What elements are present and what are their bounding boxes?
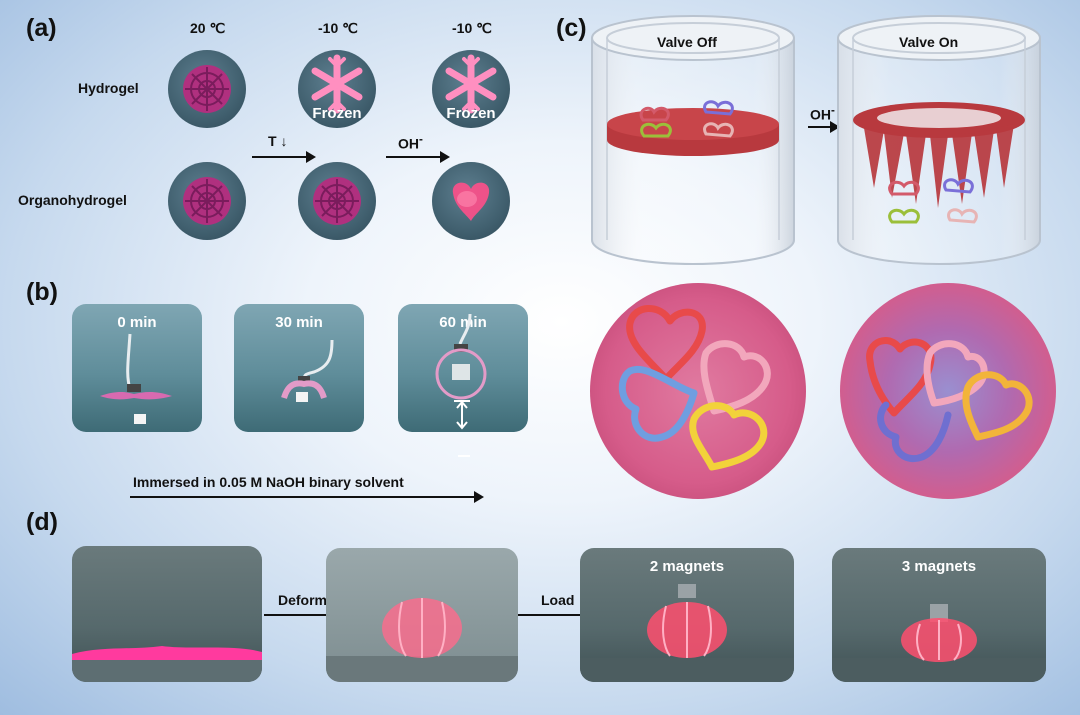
arrow-label-cool: T ↓ bbox=[268, 133, 288, 149]
degraded-gel-icon bbox=[452, 182, 490, 221]
pumpkin-gel-magnet-icon bbox=[832, 604, 1046, 682]
hydrogel-frozen-oh-photo: Frozen bbox=[432, 50, 510, 128]
panel-label-d: (d) bbox=[26, 508, 58, 536]
tile-label-2-magnets: 2 magnets bbox=[649, 558, 725, 575]
gripper-icon bbox=[435, 313, 487, 430]
organohydrogel-cooled-photo bbox=[298, 162, 376, 240]
flat-gel-photo bbox=[72, 546, 262, 682]
valve-off-photo bbox=[590, 283, 806, 499]
tile-label-3-magnets: 3 magnets bbox=[901, 558, 977, 575]
hearts-icon bbox=[618, 305, 771, 471]
flat-gel-icon bbox=[72, 646, 262, 682]
valve-on-cylinder bbox=[837, 15, 1041, 265]
immersion-arrow bbox=[130, 491, 484, 503]
gripper-icon bbox=[281, 339, 334, 402]
pumpkin-gel-icon bbox=[326, 598, 518, 682]
arrow-label-load: Load bbox=[541, 592, 575, 608]
immersion-0min-photo: 0 min bbox=[72, 304, 202, 432]
flower-gel-icon bbox=[183, 177, 231, 225]
organohydrogel-degraded-photo bbox=[432, 162, 510, 240]
time-label-60: 60 min bbox=[439, 314, 487, 331]
valve-off-cylinder bbox=[591, 15, 795, 265]
frozen-label-1: Frozen bbox=[312, 105, 362, 122]
time-label-0: 0 min bbox=[117, 314, 157, 331]
snowflake-icon bbox=[311, 54, 363, 114]
panel-label-c: (c) bbox=[556, 14, 587, 42]
panel-label-b: (b) bbox=[26, 278, 58, 306]
flower-gel-icon bbox=[313, 177, 361, 225]
arrow-label-oh-a: OH- bbox=[398, 133, 423, 152]
valve-off-label: Valve Off bbox=[657, 34, 717, 50]
immersion-caption: Immersed in 0.05 M NaOH binary solvent bbox=[133, 474, 404, 490]
row-label-hydrogel: Hydrogel bbox=[78, 80, 139, 96]
gripper-icon bbox=[100, 333, 172, 424]
panel-label-a: (a) bbox=[26, 14, 57, 42]
row-label-organohydrogel: Organohydrogel bbox=[18, 192, 127, 208]
immersion-60min-photo: 60 min bbox=[398, 304, 528, 432]
organohydrogel-20c-photo bbox=[168, 162, 246, 240]
oh-arrow-c bbox=[808, 121, 840, 133]
hearts-open-icon bbox=[866, 337, 1033, 462]
temp-label-1: 20 ℃ bbox=[190, 20, 226, 36]
hydrogel-frozen-photo: Frozen bbox=[298, 50, 376, 128]
deformed-gel-photo bbox=[326, 548, 518, 682]
valve-on-label: Valve On bbox=[899, 34, 959, 50]
flower-gel-icon bbox=[183, 65, 231, 113]
cool-arrow bbox=[252, 151, 316, 163]
hydrogel-20c-photo bbox=[168, 50, 246, 128]
valve-on-photo bbox=[840, 283, 1056, 499]
scale-bar bbox=[458, 455, 470, 457]
frozen-label-2: Frozen bbox=[446, 105, 496, 122]
temp-label-3: -10 ℃ bbox=[452, 20, 492, 36]
pumpkin-gel-magnet-icon bbox=[580, 584, 794, 682]
arrow-label-oh-c: OH- bbox=[810, 104, 835, 123]
time-label-30: 30 min bbox=[275, 314, 323, 331]
oh-arrow-a bbox=[386, 151, 450, 163]
two-magnets-photo: 2 magnets bbox=[580, 548, 794, 682]
temp-label-2: -10 ℃ bbox=[318, 20, 358, 36]
snowflake-icon bbox=[445, 54, 497, 114]
immersion-30min-photo: 30 min bbox=[234, 304, 364, 432]
arrow-label-deform: Deform bbox=[278, 592, 328, 608]
three-magnets-photo: 3 magnets bbox=[832, 548, 1046, 682]
